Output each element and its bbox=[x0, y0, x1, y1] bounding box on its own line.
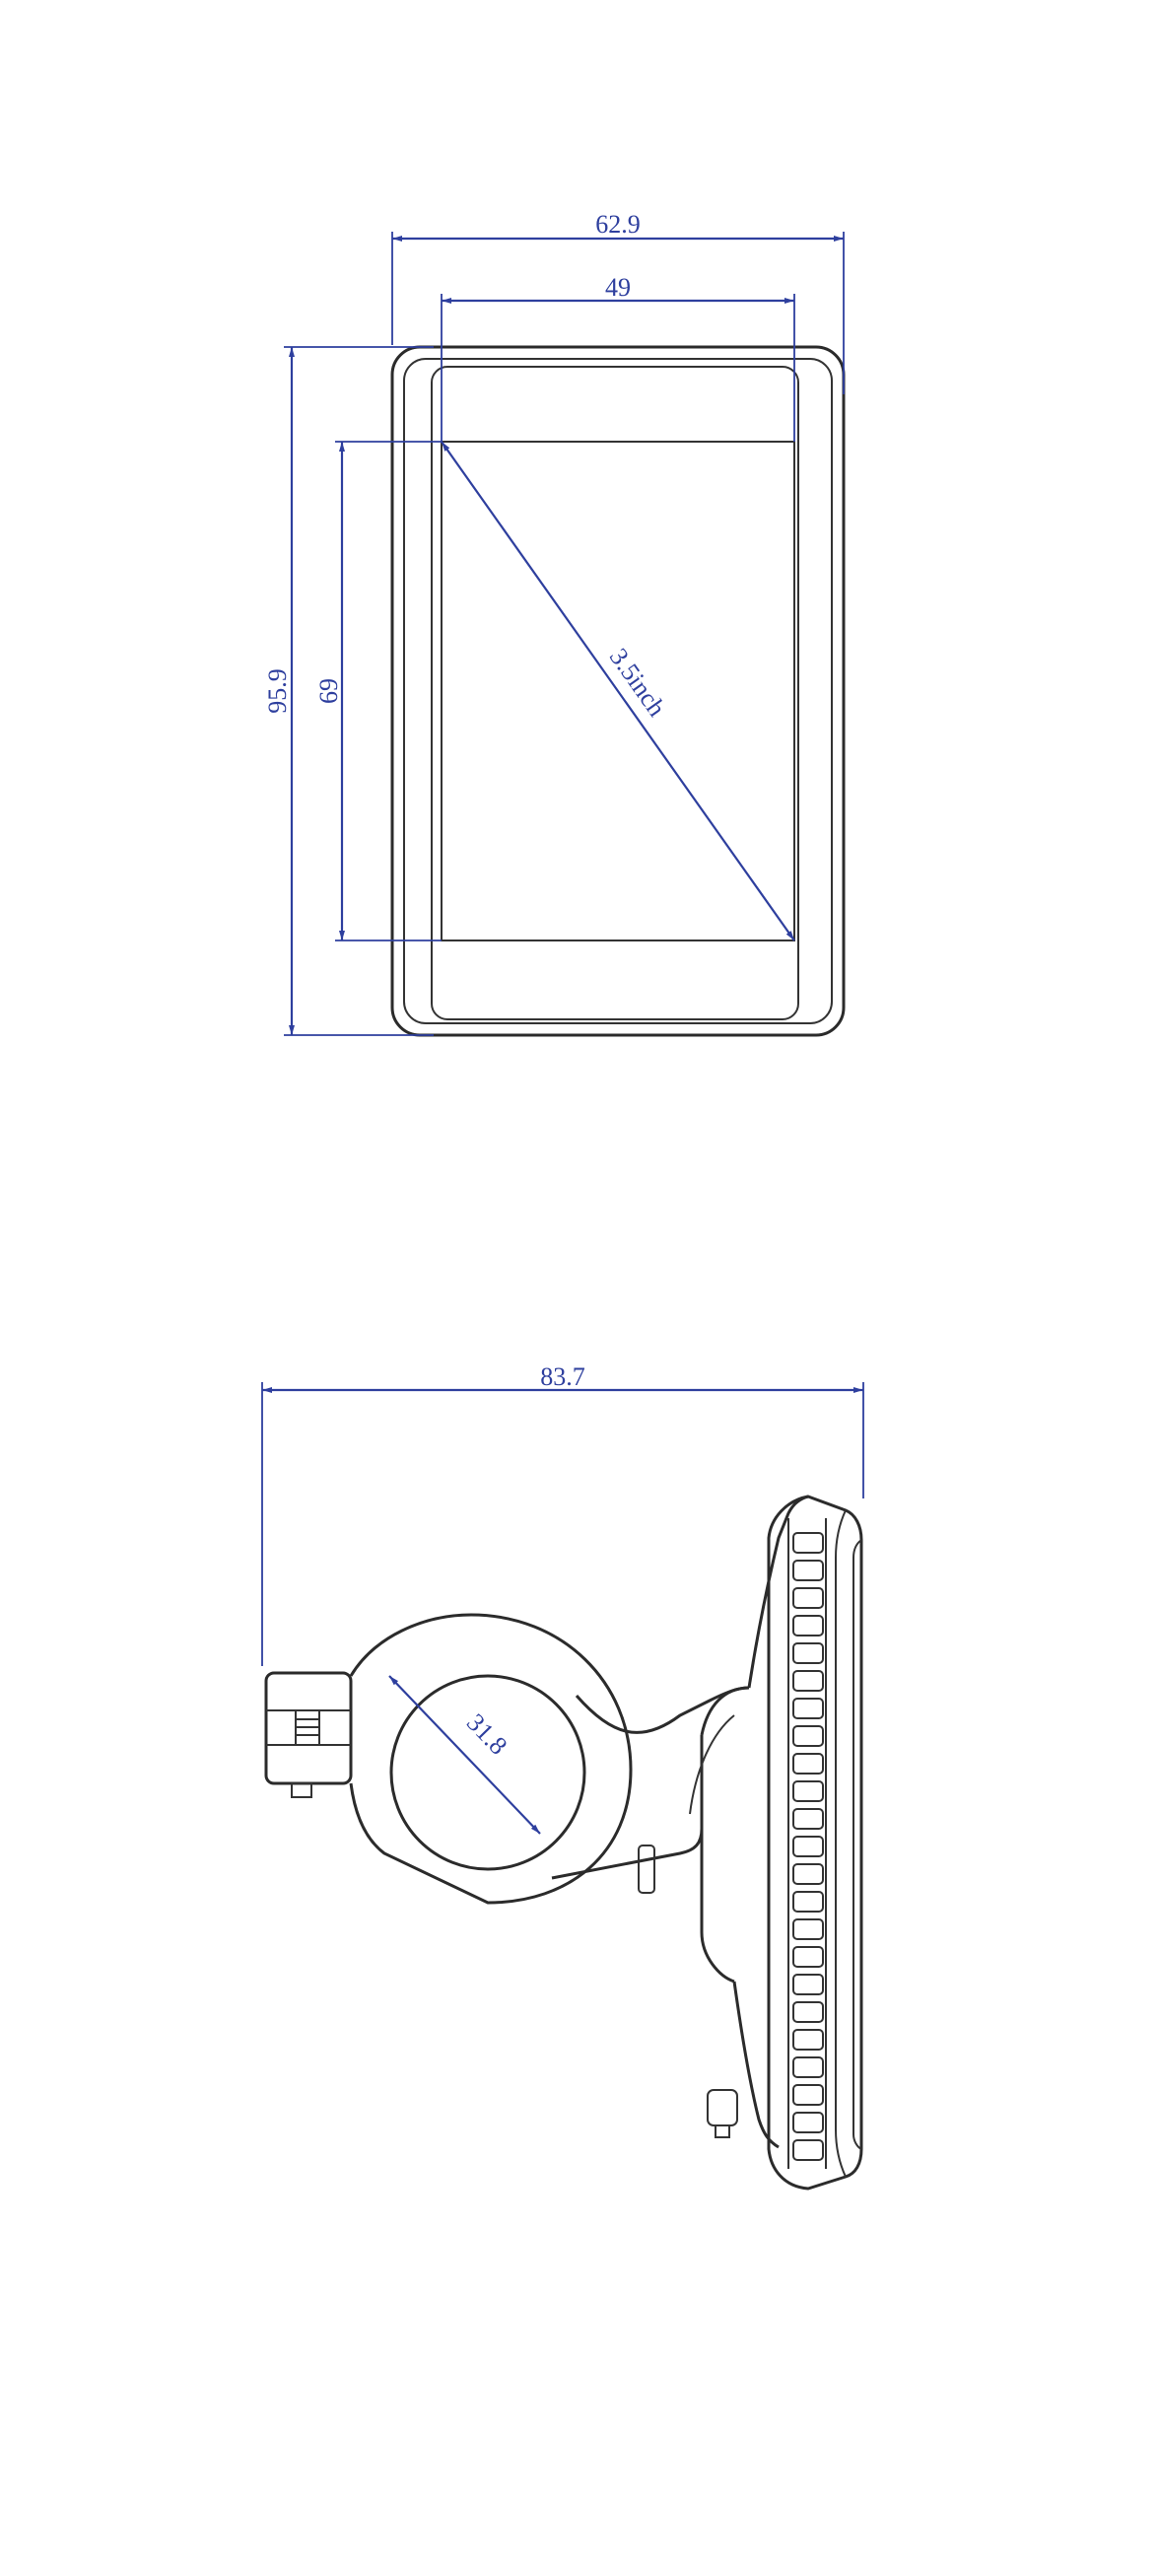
dim-screen-width-label: 49 bbox=[605, 273, 631, 302]
dim-overall-depth-label: 83.7 bbox=[540, 1362, 585, 1391]
rib-pattern bbox=[792, 1532, 824, 2161]
dim-diagonal-label: 3.5inch bbox=[604, 643, 671, 722]
mounting-arm bbox=[551, 1686, 750, 1984]
dim-clamp-diameter-label: 31.8 bbox=[461, 1708, 512, 1761]
dim-overall-width-label: 62.9 bbox=[595, 210, 641, 239]
dim-diagonal-line bbox=[441, 441, 795, 941]
display-rear-housing bbox=[700, 1495, 809, 2149]
bezel-outline bbox=[431, 366, 799, 1020]
clamp-bolt-block bbox=[264, 1671, 353, 1798]
dim-overall-height-label: 95.9 bbox=[263, 668, 292, 714]
dim-screen-height-label: 69 bbox=[314, 678, 343, 704]
housing-outer-outline bbox=[390, 345, 846, 1037]
dim-clamp-diameter-line bbox=[388, 1675, 541, 1835]
side-view: 83.7 31.8 bbox=[261, 1362, 864, 2191]
front-view: 62.9 49 95.9 69 3.5inch bbox=[263, 210, 846, 1037]
housing-inner-outline bbox=[403, 358, 833, 1024]
clamp-ring bbox=[349, 1613, 633, 1905]
display-ribbed-face bbox=[767, 1495, 863, 2191]
